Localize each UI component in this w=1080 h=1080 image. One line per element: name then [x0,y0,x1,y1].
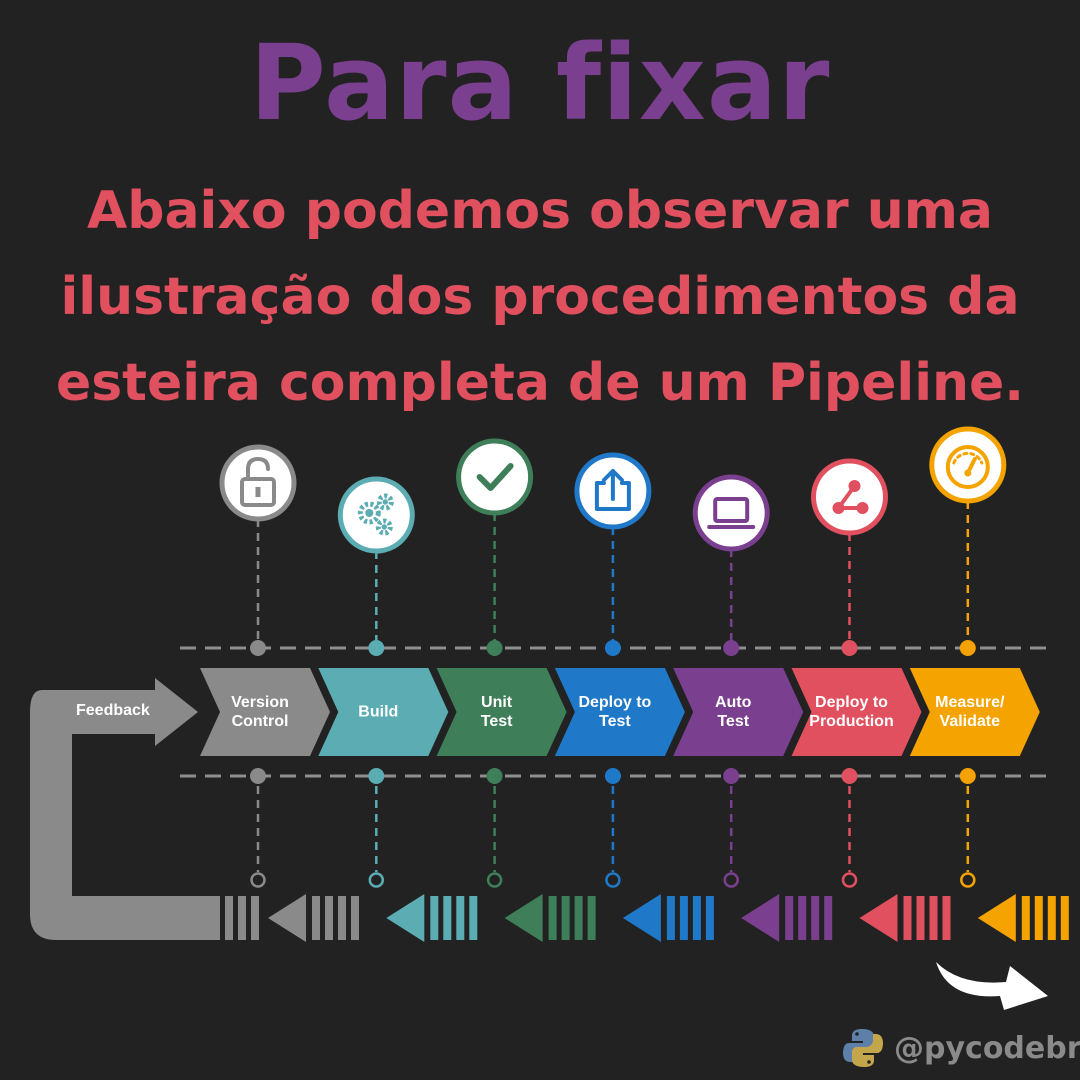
step-label: Unit Test [480,694,513,730]
return-arrow-segment [268,894,359,942]
brand-handle: @pycodebr [894,1030,1080,1066]
pipeline-step [200,444,330,888]
step-dot-top [723,640,740,656]
gears-icon [337,476,415,554]
step-chevron [909,668,1040,756]
step-label: Deploy to Production [809,694,894,730]
step-dot-bottom [723,768,740,784]
feedback-label: Feedback [76,702,150,719]
step-dot-top [959,640,976,656]
pipeline-step [909,426,1040,888]
feedback-loop [30,678,215,940]
step-chevron [673,668,804,756]
gauge-icon [929,426,1007,504]
step-ring-bottom [841,872,858,888]
checkmark-icon [456,438,534,516]
step-dot-bottom [368,768,385,784]
step-dot-bottom [959,768,976,784]
step-dot-bottom [604,768,621,784]
step-chevron [791,668,922,756]
upload-icon [574,452,652,530]
pipeline-step [673,474,804,888]
step-dot-top [486,640,503,656]
share-nodes-icon [811,458,888,536]
return-arrow-segment [622,894,714,942]
laptop-icon [692,474,770,552]
return-arrow-segment [741,894,833,942]
step-ring-bottom [960,872,976,888]
step-dot-bottom [841,768,858,784]
subtitle: Abaixo podemos observar uma ilustração d… [20,168,1060,426]
step-ring-bottom [605,872,621,888]
pipeline-step [554,452,685,888]
feedback-loop-arrow [30,678,215,940]
step-label: Version Control [231,694,289,730]
step-chevron [318,668,449,756]
unlocked-padlock-icon [219,444,297,522]
feedback-return-bars [212,896,259,940]
return-arrow-segment [977,894,1069,942]
return-arrow-segment [859,894,951,942]
step-chevron [436,668,567,756]
step-ring-bottom [250,872,266,888]
pipeline-step [436,438,567,888]
step-chevron [200,668,330,756]
step-dot-bottom [486,768,503,784]
step-chevron [554,668,685,756]
step-label: Measure/ Validate [935,694,1005,730]
subtitle-line-2: ilustração dos procedimentos da [60,267,1020,327]
pipeline-step [318,476,449,888]
step-dot-bottom [250,768,266,784]
step-dot-top [368,640,385,656]
step-label: Build [358,703,399,721]
step-label: Auto Test [714,694,752,730]
pipeline-step [791,458,922,888]
step-dot-top [841,640,858,656]
step-label: Deploy to Test [578,694,652,730]
subtitle-line-1: Abaixo podemos observar uma [87,181,993,241]
page-title: Para fixar [249,22,831,144]
step-dot-top [250,640,266,656]
return-arrow-segment [504,894,596,942]
step-ring-bottom [486,872,503,888]
subtitle-line-3: esteira completa de um Pipeline. [55,353,1025,413]
brand: @pycodebr [842,1028,1080,1068]
python-logo-icon [843,1029,883,1067]
step-dot-top [604,640,621,656]
step-ring-bottom [368,872,385,888]
step-ring-bottom [723,872,739,888]
return-arrow-segment [386,894,478,942]
return-arrow-icon [936,962,1048,1010]
